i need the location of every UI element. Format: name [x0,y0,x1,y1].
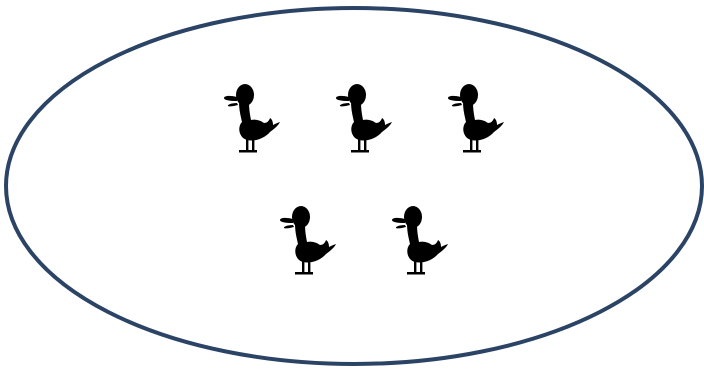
duck-icon [448,84,504,153]
duck-icon [336,84,392,153]
duck-group [224,84,504,275]
duck-icon [224,84,280,153]
duck-icon [392,206,448,275]
set-ellipse [6,8,702,364]
duck-icon [280,206,336,275]
